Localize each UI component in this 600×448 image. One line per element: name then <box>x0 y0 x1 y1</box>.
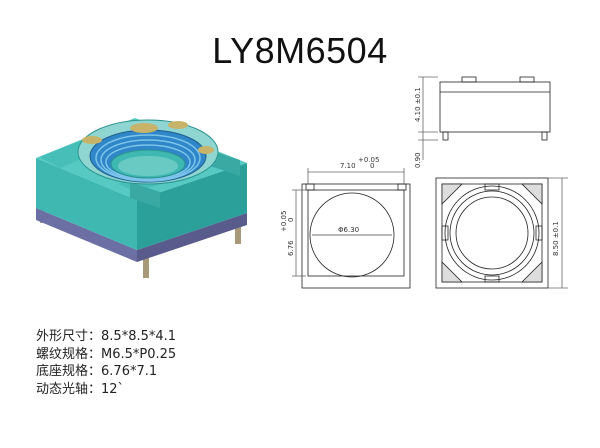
dim-side-height: 4.10 ±0.1 <box>414 87 422 122</box>
dim-leg-height: 0.90 <box>414 152 422 168</box>
spec-value: 6.76*7.1 <box>101 364 158 379</box>
bottom-view-drawing <box>292 168 411 289</box>
dim-bottom-width-tol-plus: +0.05 <box>358 156 379 164</box>
side-view-drawing <box>418 76 551 160</box>
spec-value: 8.5*8.5*4.1 <box>101 329 177 344</box>
spec-row-base: 底座规格：6.76*7.1 <box>36 363 176 381</box>
dim-bore-diameter: Φ6.30 <box>338 226 359 234</box>
model-title: LY8M6504 <box>212 30 388 71</box>
dim-top-size: 8.50 ±0.1 <box>552 221 560 256</box>
dim-bottom-width: 7.10 <box>340 162 356 170</box>
spec-label: 动态光轴： <box>36 381 102 397</box>
spec-row-outline: 外形尺寸：8.5*8.5*4.1 <box>36 328 176 346</box>
dim-bottom-width-tol-minus: 0 <box>370 162 374 170</box>
spec-list: 外形尺寸：8.5*8.5*4.1 螺纹规格：M6.5*P0.25 底座规格：6.… <box>36 328 176 398</box>
dim-bottom-height-tol-plus: +0.05 <box>280 211 288 232</box>
spec-row-thread: 螺纹规格：M6.5*P0.25 <box>36 346 176 364</box>
spec-row-optical-axis: 动态光轴：12` <box>36 381 176 399</box>
spec-label: 外形尺寸： <box>36 329 102 344</box>
spec-value: M6.5*P0.25 <box>101 346 177 362</box>
spec-label: 螺纹规格： <box>36 346 102 362</box>
dim-bottom-height: 6.76 <box>287 240 295 256</box>
holder-3d-render <box>36 118 247 278</box>
dim-bottom-height-tol-minus: 0 <box>287 218 295 222</box>
spec-value: 12` <box>101 381 125 397</box>
spec-label: 底座规格： <box>36 364 102 379</box>
top-view-drawing <box>435 177 568 289</box>
